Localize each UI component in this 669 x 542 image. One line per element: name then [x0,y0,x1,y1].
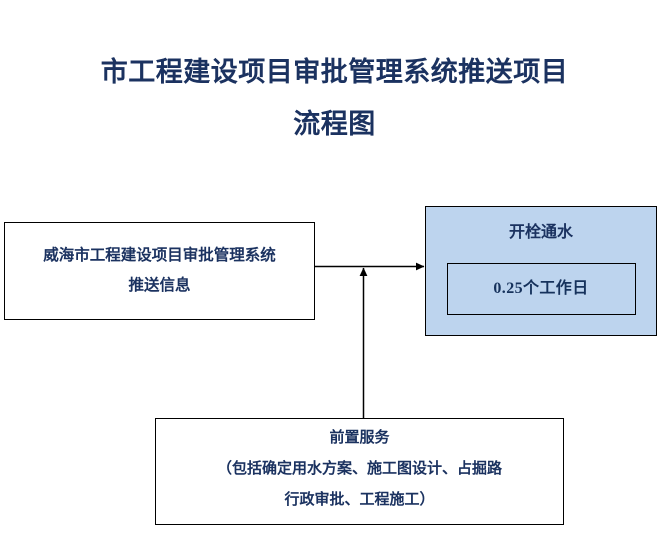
node-target-heading: 开栓通水 [508,224,573,241]
node-source-system-push[interactable]: 威海市工程建设项目审批管理系统 推送信息 [4,222,315,320]
node-prerequisite-line-1: 前置服务 [329,430,390,446]
node-source-line-1: 威海市工程建设项目审批管理系统 [43,247,276,264]
node-target-duration-text: 0.25个工作日 [493,280,589,297]
node-prerequisite-service[interactable]: 前置服务 （包括确定用水方案、施工图设计、占掘路 行政审批、工程施工） [155,418,564,525]
node-prerequisite-line-3: 行政审批、工程施工） [284,492,435,508]
page-title: 市工程建设项目审批管理系统推送项目 流程图 [0,46,669,150]
page-title-line-2: 流程图 [293,109,376,139]
page-title-line-1: 市工程建设项目审批管理系统推送项目 [100,57,569,87]
node-source-line-2: 推送信息 [128,277,191,294]
node-target-duration-box: 0.25个工作日 [446,263,636,315]
node-prerequisite-line-2: （包括确定用水方案、施工图设计、占掘路 [216,461,502,477]
node-target-open-valve-water[interactable]: 开栓通水 0.25个工作日 [425,206,657,336]
